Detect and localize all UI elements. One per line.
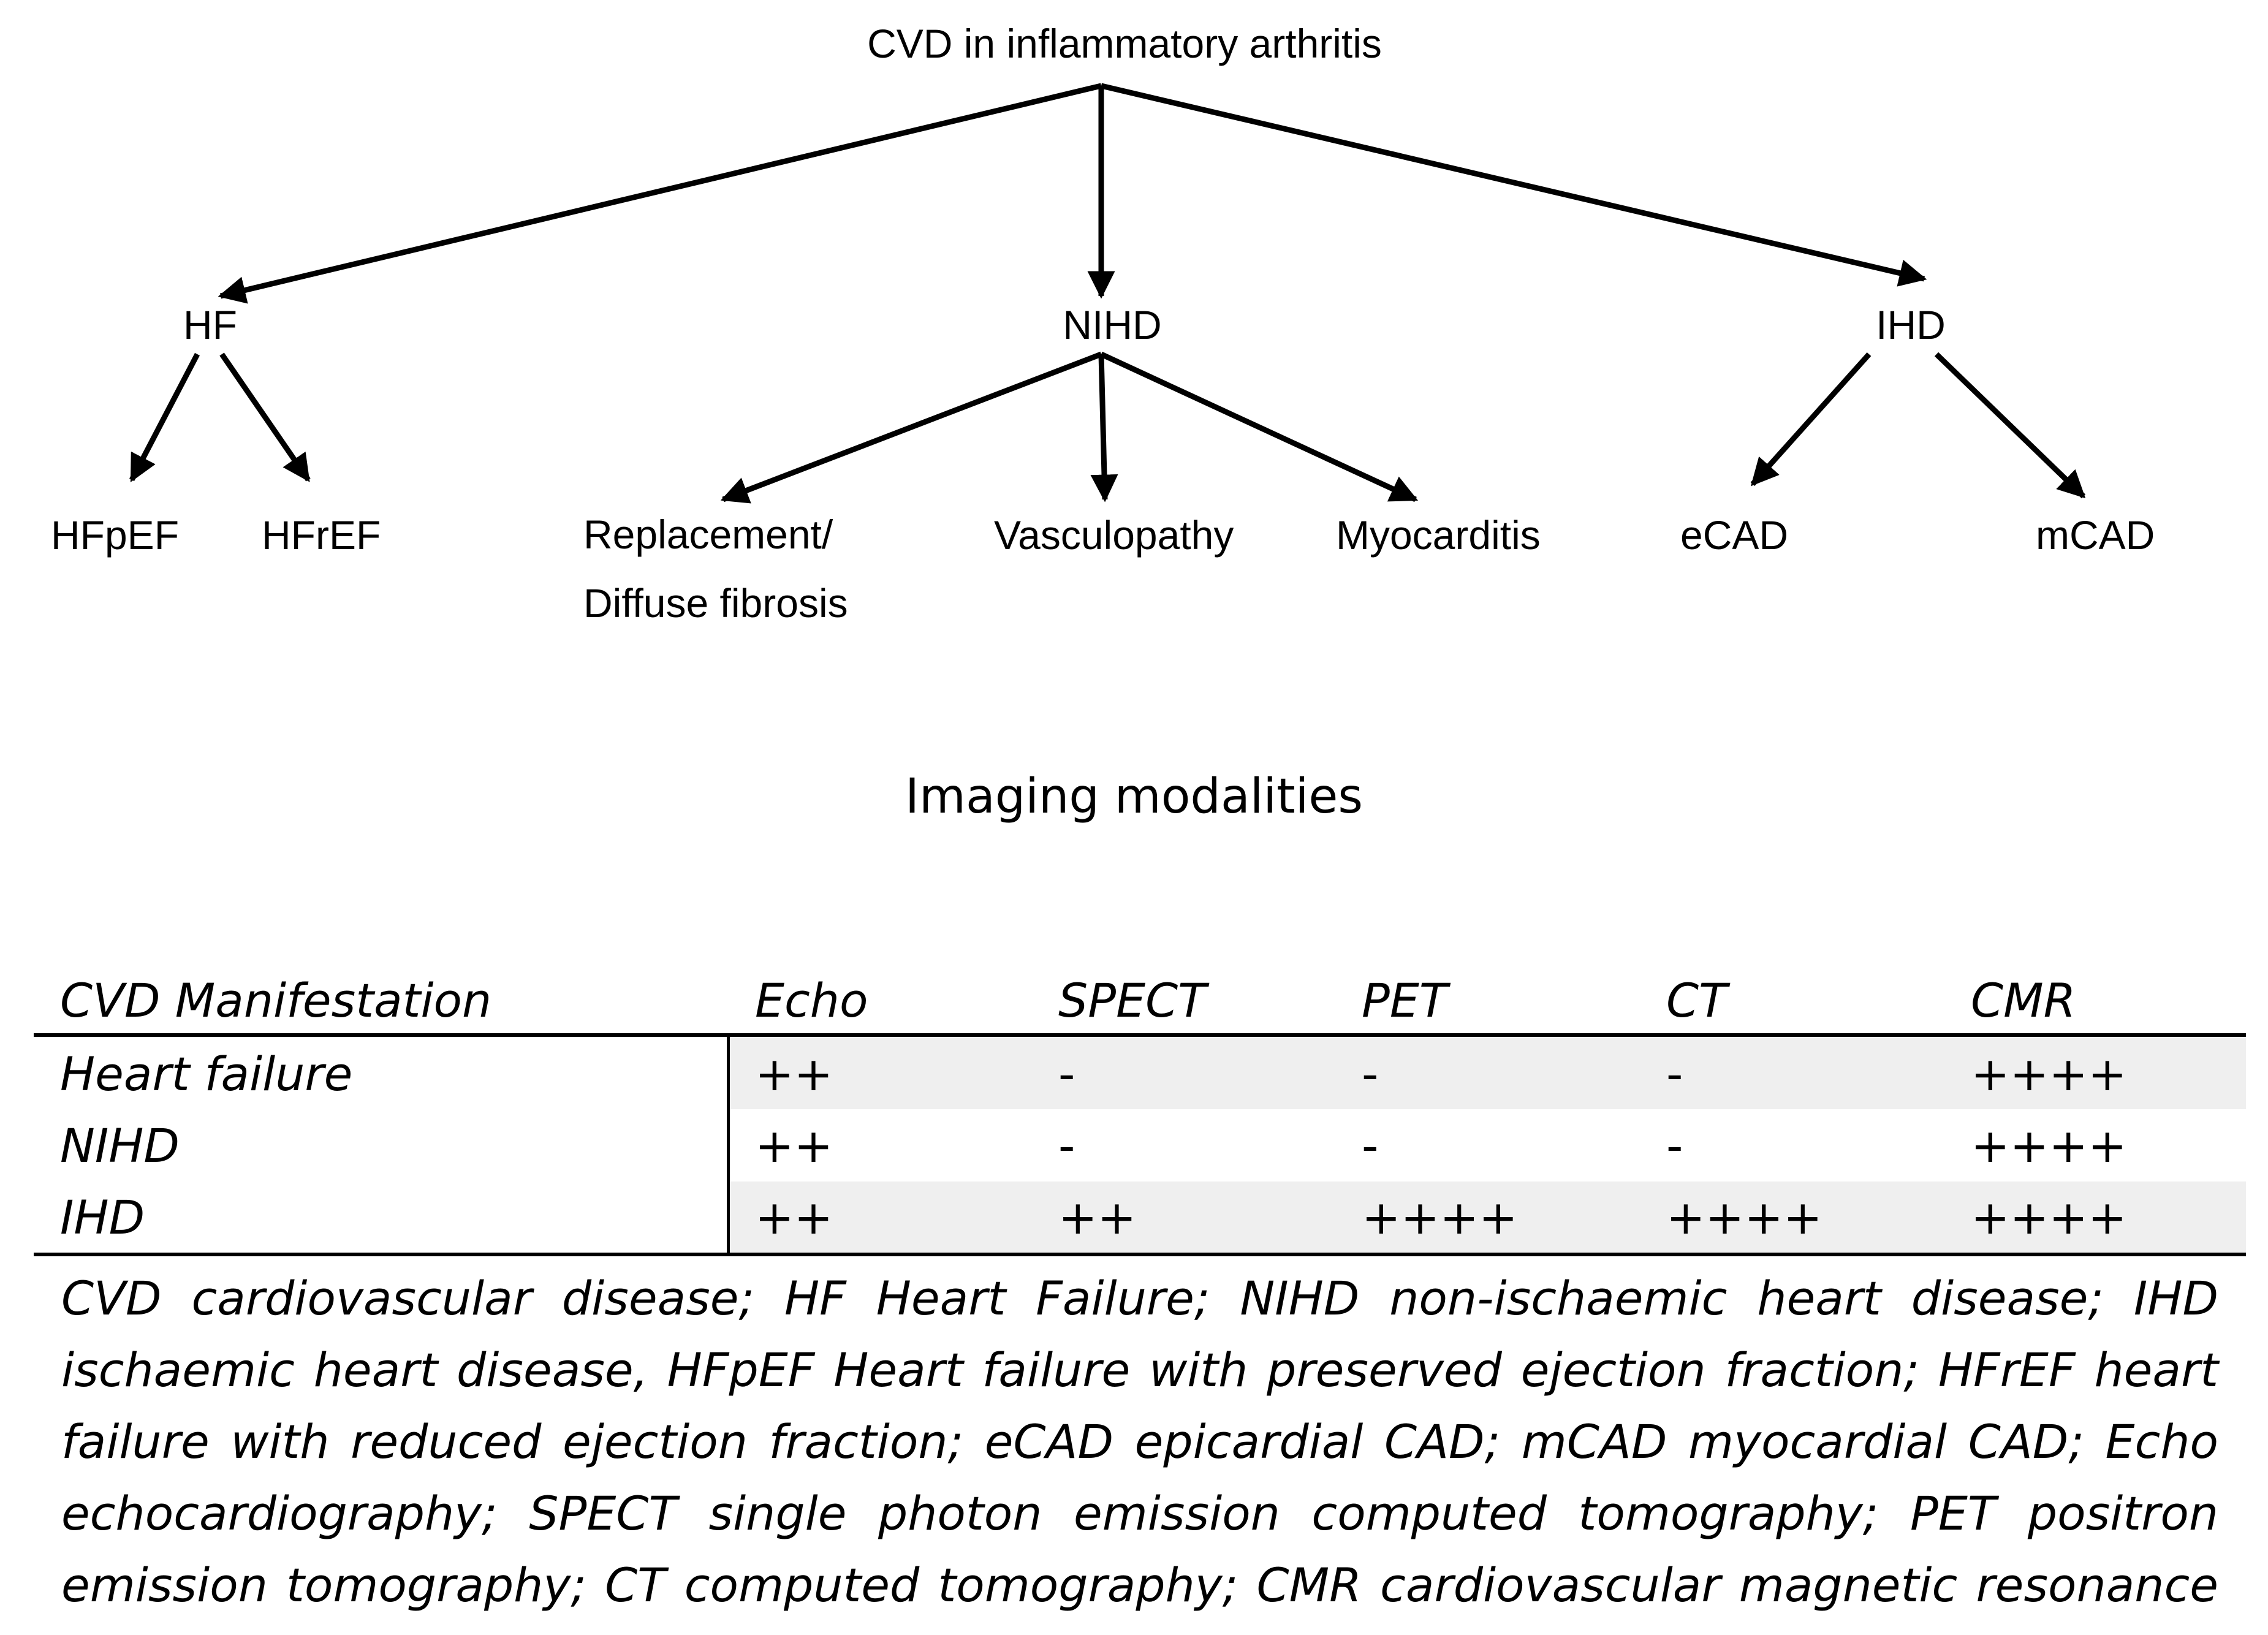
node-hfref: HFrEF <box>262 512 381 558</box>
arrow-nihd-to-vasculopathy <box>1090 354 1118 503</box>
tree-arrows <box>129 83 2086 504</box>
imaging-modalities-heading: Imaging modalities <box>905 769 1363 824</box>
arrow-hf-to-hfpef <box>129 352 200 482</box>
cell-hf-echo: ++ <box>755 1047 833 1101</box>
arrow-nihd-to-replacement <box>720 351 1102 504</box>
cell-ihd-pet: ++++ <box>1362 1190 1518 1245</box>
arrow-root-to-ihd <box>1100 83 1927 287</box>
row-label-heart-failure: Heart failure <box>60 1047 353 1101</box>
cell-nihd-ct: - <box>1666 1118 1683 1173</box>
arrow-nihd-to-myocarditis <box>1100 351 1419 503</box>
arrow-root-to-hf <box>218 83 1102 304</box>
node-replacement-fibrosis: Replacement/ Diffuse fibrosis <box>583 512 848 626</box>
cell-ihd-spect: ++ <box>1058 1190 1137 1245</box>
bottom-rule <box>34 1253 2246 1256</box>
arrow-hf-to-hfref <box>219 352 311 482</box>
node-nihd: NIHD <box>1063 302 1162 347</box>
cell-nihd-echo: ++ <box>755 1118 833 1173</box>
cell-nihd-pet: - <box>1362 1118 1379 1173</box>
cell-hf-spect: - <box>1058 1047 1075 1101</box>
column-divider <box>727 1035 730 1254</box>
node-ihd: IHD <box>1876 302 1946 347</box>
row-label-ihd: IHD <box>60 1190 145 1245</box>
node-myocarditis: Myocarditis <box>1336 512 1541 558</box>
cell-ihd-echo: ++ <box>755 1190 833 1245</box>
arrow-ihd-to-ecad <box>1750 352 1872 487</box>
node-hfpef: HFpEF <box>51 512 180 558</box>
cell-hf-cmr: ++++ <box>1971 1047 2127 1101</box>
col-header-echo: Echo <box>755 973 868 1028</box>
row-label-nihd: NIHD <box>60 1118 180 1173</box>
col-header-pet: PET <box>1362 973 1448 1028</box>
cell-ihd-cmr: ++++ <box>1971 1190 2127 1245</box>
node-vasculopathy: Vasculopathy <box>994 512 1234 558</box>
col-header-cmr: CMR <box>1971 973 2076 1028</box>
cell-nihd-cmr: ++++ <box>1971 1118 2127 1173</box>
arrow-ihd-to-mcad <box>1934 352 2086 499</box>
abbreviations-footnote: CVD cardiovascular disease; HF Heart Fai… <box>61 1271 2218 1612</box>
cell-hf-pet: - <box>1362 1047 1379 1101</box>
node-hf: HF <box>183 302 237 347</box>
col-header-ct: CT <box>1666 973 1728 1028</box>
row-bg-heart-failure <box>729 1037 2246 1109</box>
root-node: CVD in inflammatory arthritis <box>867 21 1382 66</box>
row-bg-ihd <box>729 1182 2246 1254</box>
col-header-manifestation: CVD Manifestation <box>60 973 492 1028</box>
node-ecad: eCAD <box>1680 512 1789 558</box>
node-mcad: mCAD <box>2036 512 2155 558</box>
cell-ihd-ct: ++++ <box>1666 1190 1822 1245</box>
header-rule <box>34 1033 2246 1037</box>
cell-hf-ct: - <box>1666 1047 1683 1101</box>
col-header-spect: SPECT <box>1058 973 1207 1028</box>
cell-nihd-spect: - <box>1058 1118 1075 1173</box>
